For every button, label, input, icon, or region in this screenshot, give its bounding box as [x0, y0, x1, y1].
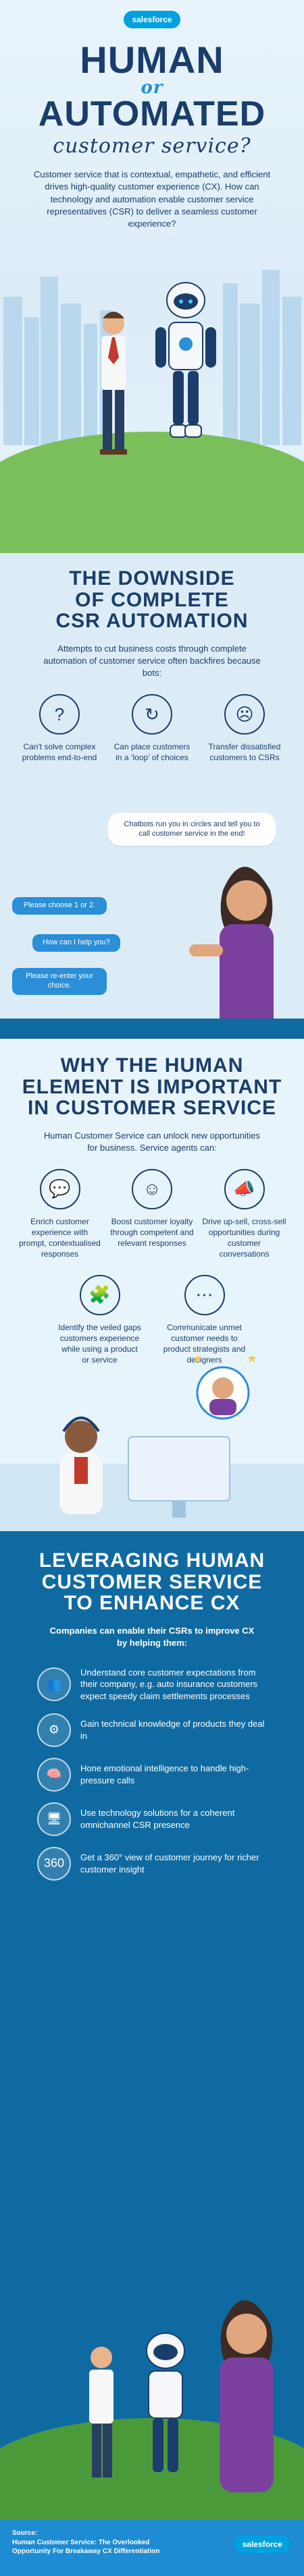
why-item-1: 💬 Enrich customer experience with prompt…: [18, 1168, 102, 1260]
leverage-illustration: [0, 2300, 304, 2519]
downside-title-line2: OF COMPLETE: [75, 588, 229, 611]
svg-text:★: ★: [230, 1356, 240, 1358]
chat-bubbles-icon: 💬: [39, 1168, 80, 1209]
frown-icon: ☹: [224, 694, 265, 735]
downside-item-3: ☹ Transfer dissatisfied customers to CSR…: [204, 694, 285, 763]
downside-item-3-label: Transfer dissatisfied customers to CSRs: [208, 742, 281, 763]
leverage-title-line2: CUSTOMER SERVICE: [41, 1570, 263, 1593]
leverage-title-line1: LEVERAGING HUMAN: [39, 1549, 265, 1572]
question-icon: ?: [39, 694, 80, 735]
puzzle-icon: 🧩: [79, 1274, 120, 1315]
hero-title-line2: AUTOMATED: [38, 94, 266, 134]
leverage-item-5-label: Get a 360° view of customer journey for …: [80, 1852, 259, 1874]
leverage-section: LEVERAGING HUMAN CUSTOMER SERVICE TO ENH…: [0, 1531, 304, 2519]
brain-icon: 🧠: [37, 1757, 71, 1792]
chat-bubble-1: Please choose 1 or 2.: [12, 897, 107, 915]
why-item-3-label: Drive up-sell, cross-sell opportunities …: [202, 1216, 286, 1259]
svg-text:★: ★: [209, 1356, 220, 1358]
why-title-line2: ELEMENT IS IMPORTANT: [22, 1075, 282, 1098]
woman-speech-text: Chatbots run you in circles and tell you…: [124, 820, 260, 838]
source-label: Source:: [12, 2529, 38, 2537]
hero-intro: Customer service that is contextual, emp…: [33, 169, 271, 229]
chat-bubble-3-text: Please re-enter your choice.: [26, 972, 93, 990]
why-item-4-label: Identify the veiled gaps customers exper…: [58, 1322, 141, 1365]
downside-section: THE DOWNSIDE OF COMPLETE CSR AUTOMATION …: [0, 553, 304, 1039]
why-item-3: 📣 Drive up-sell, cross-sell opportunitie…: [202, 1168, 286, 1260]
hero-title-or: or: [141, 77, 163, 98]
stars-rating-graphic: ★ ★ ★ ★: [193, 1356, 257, 1365]
why-item-2: ☺ Boost customer loyalty through compete…: [110, 1168, 195, 1260]
svg-text:★: ★: [247, 1356, 257, 1365]
why-title-line1: WHY THE HUMAN: [60, 1054, 244, 1077]
why-item-5-label: Communicate unmet customer needs to prod…: [163, 1322, 246, 1365]
downside-intro: Attempts to cut business costs through c…: [43, 643, 261, 678]
leverage-item-1-label: Understand core customer expectations fr…: [80, 1667, 258, 1701]
megaphone-icon: 📣: [224, 1168, 265, 1209]
businessman-figure-2: [89, 2347, 113, 2478]
chat-bubble-2-text: How can I help you?: [43, 938, 110, 946]
downside-items: ? Can't solve complex problems end-to-en…: [0, 679, 304, 763]
leverage-item-4: 🖥 Use technology solutions for a coheren…: [37, 1802, 274, 1836]
robot-figure: [155, 282, 216, 438]
footer-brand-name: salesforce: [234, 2536, 290, 2553]
loop-icon: ↻: [132, 694, 172, 735]
leverage-title-line3: TO ENHANCE CX: [64, 1592, 240, 1614]
leverage-item-3-label: Hone emotional intelligence to handle hi…: [80, 1763, 249, 1785]
chat-bubble-3: Please re-enter your choice.: [12, 968, 107, 995]
hero-section: salesforce HUMAN or AUTOMATED customer s…: [0, 0, 304, 553]
chat-bubble-1-text: Please choose 1 or 2.: [23, 901, 96, 909]
downside-item-2-label: Can place customers in a ‘loop’ of choic…: [113, 742, 191, 763]
leverage-item-2-label: Gain technical knowledge of products the…: [80, 1718, 265, 1741]
why-items-row2: 🧩 Identify the veiled gaps customers exp…: [0, 1260, 304, 1366]
people-icon: 👥: [37, 1667, 71, 1702]
downside-item-2: ↻ Can place customers in a ‘loop’ of cho…: [111, 694, 193, 763]
downside-title-line3: CSR AUTOMATION: [55, 610, 249, 632]
footer-logo: salesforce: [234, 2536, 290, 2553]
360-icon: 360: [37, 1846, 71, 1881]
why-item-2-label: Boost customer loyalty through competent…: [110, 1216, 194, 1249]
why-items-row1: 💬 Enrich customer experience with prompt…: [0, 1154, 304, 1260]
source-title: Human Customer Service: The Overlooked O…: [12, 2538, 160, 2556]
gear-icon: ⚙: [37, 1713, 71, 1747]
why-section: WHY THE HUMAN ELEMENT IS IMPORTANT IN CU…: [0, 1039, 304, 1531]
svg-text:★: ★: [193, 1356, 203, 1365]
leverage-items: 👥 Understand core customer expectations …: [0, 1649, 304, 1881]
leverage-item-1: 👥 Understand core customer expectations …: [37, 1667, 274, 1702]
salesforce-logo: salesforce: [124, 11, 180, 28]
source-citation: Source: Human Customer Service: The Over…: [12, 2529, 161, 2556]
hero-title-line1: HUMAN: [80, 38, 224, 81]
downside-item-1: ? Can't solve complex problems end-to-en…: [19, 694, 100, 763]
woman-speech-bubble: Chatbots run you in circles and tell you…: [108, 813, 276, 846]
businessman-figure: [100, 312, 127, 455]
leverage-intro: Companies can enable their CSRs to impro…: [49, 1625, 255, 1648]
woman-figure-2: [220, 2300, 274, 2492]
why-item-1-label: Enrich customer experience with prompt, …: [19, 1216, 101, 1259]
leverage-item-5: 360 Get a 360° view of customer journey …: [37, 1846, 274, 1881]
footer-section: Source: Human Customer Service: The Over…: [0, 2519, 304, 2576]
why-title-line3: IN CUSTOMER SERVICE: [28, 1097, 276, 1119]
skyline-graphic: [3, 270, 301, 445]
why-intro: Human Customer Service can unlock new op…: [43, 1130, 261, 1153]
why-item-5: ⋯ Communicate unmet customer needs to pr…: [162, 1274, 247, 1366]
devices-icon: 🖥: [37, 1802, 71, 1836]
woman-illustration: [189, 867, 274, 1039]
downside-title-line1: THE DOWNSIDE: [69, 567, 235, 590]
agent-illustration: ★ ★ ★ ★: [0, 1356, 304, 1531]
leverage-item-4-label: Use technology solutions for a coherent …: [80, 1807, 235, 1830]
smile-bubble-icon: ☺: [132, 1168, 172, 1209]
leverage-item-3: 🧠 Hone emotional intelligence to handle …: [37, 1757, 274, 1792]
hero-illustration: [0, 270, 304, 553]
leverage-item-2: ⚙ Gain technical knowledge of products t…: [37, 1713, 274, 1747]
network-icon: ⋯: [184, 1274, 225, 1315]
brand-name: salesforce: [124, 11, 180, 28]
robot-figure-2: [146, 2332, 185, 2472]
downside-item-1-label: Can't solve complex problems end-to-end: [22, 742, 97, 763]
hero-title-subtitle: customer service?: [53, 134, 251, 158]
chat-bubble-2: How can I help you?: [32, 934, 120, 952]
why-item-4: 🧩 Identify the veiled gaps customers exp…: [57, 1274, 142, 1366]
